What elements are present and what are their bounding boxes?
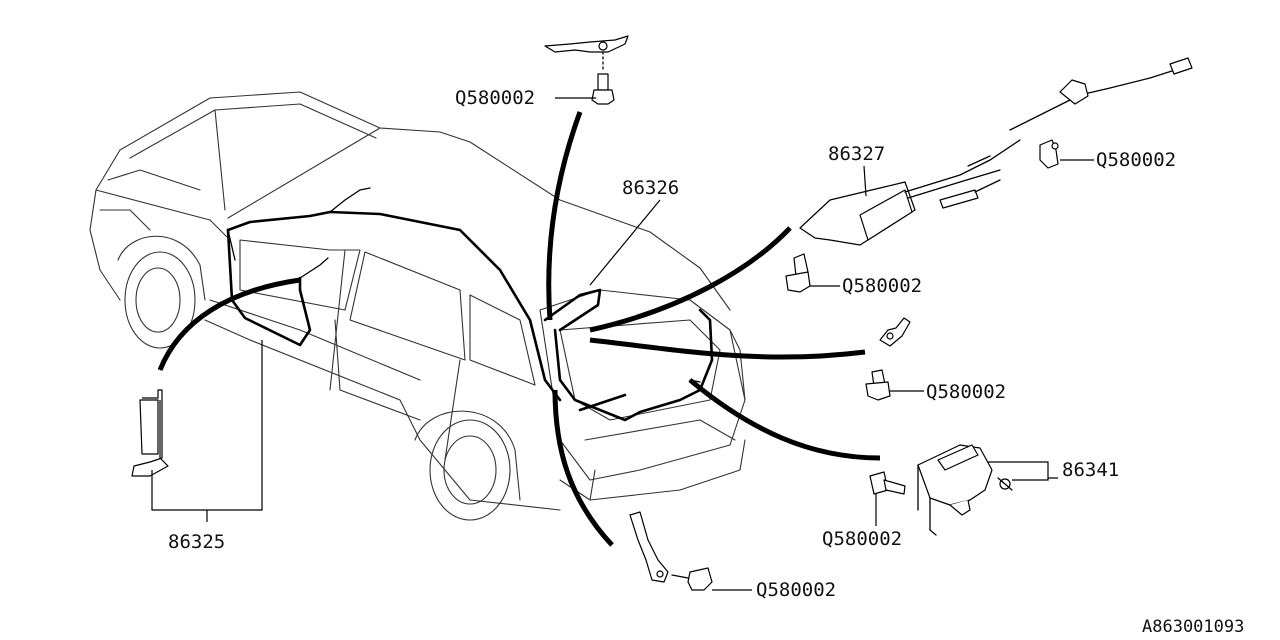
label-86341: 86341 bbox=[1062, 459, 1119, 481]
label-bolt-top: Q580002 bbox=[455, 87, 535, 109]
leader-lines bbox=[151, 97, 1094, 591]
label-bolt-mid: Q580002 bbox=[842, 275, 922, 297]
bolt-right-mid-icon bbox=[865, 317, 911, 401]
bolt-lower-icon bbox=[869, 471, 906, 495]
label-86326: 86326 bbox=[622, 177, 679, 199]
label-86325: 86325 bbox=[168, 531, 225, 553]
module-86327 bbox=[799, 57, 1193, 246]
bolt-bottom-icon bbox=[629, 511, 713, 591]
bracket-86325 bbox=[131, 389, 169, 477]
vehicle-outline bbox=[89, 91, 746, 521]
part-labels: 86325 86326 86327 86341 Q580002 Q580002 … bbox=[168, 87, 1244, 637]
harness-86326 bbox=[543, 288, 714, 422]
harness-86325 bbox=[226, 187, 562, 402]
label-86327: 86327 bbox=[828, 143, 885, 165]
bolt-mid-icon bbox=[785, 253, 811, 293]
actuator-86341 bbox=[917, 444, 1013, 536]
bolt-top-icon bbox=[544, 35, 629, 105]
bolt-right-top-icon bbox=[1039, 139, 1059, 169]
bolts bbox=[544, 35, 1059, 591]
diagram-reference: A863001093 bbox=[1142, 617, 1244, 637]
label-bolt-right-top: Q580002 bbox=[1096, 149, 1176, 171]
leader-arcs bbox=[157, 111, 881, 547]
label-bolt-lower: Q580002 bbox=[822, 528, 902, 550]
label-bolt-right-mid: Q580002 bbox=[926, 381, 1006, 403]
label-bolt-bottom: Q580002 bbox=[756, 579, 836, 601]
